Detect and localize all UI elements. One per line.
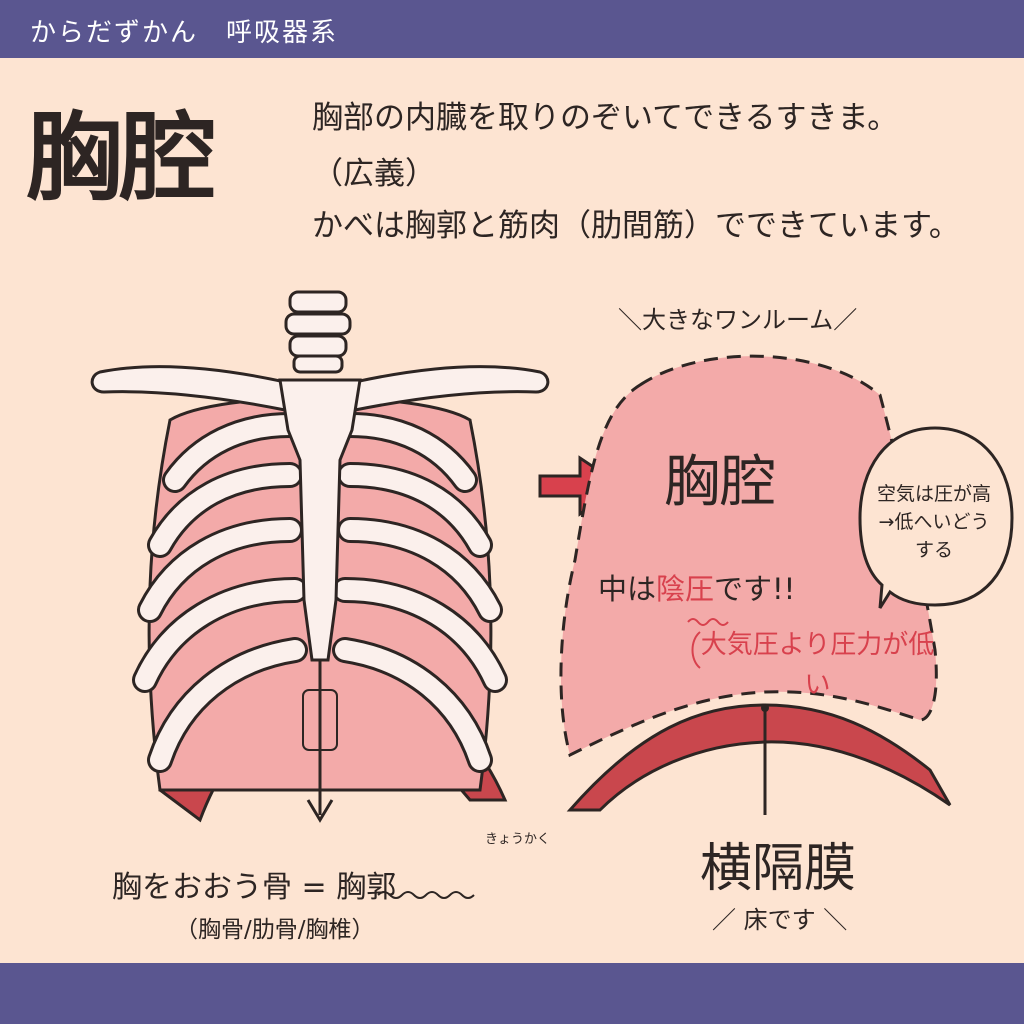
cavity-label: 胸腔 xyxy=(664,450,776,515)
kyoukaku-ruby: きょうかく xyxy=(485,832,551,847)
cavity-illustration xyxy=(559,354,1014,815)
negative-pressure-line: 中は陰圧です!! xyxy=(598,566,795,608)
bones-definition: 胸をおおう骨 = 胸郭 xyxy=(112,870,397,905)
ribcage-illustration xyxy=(90,290,550,823)
cavity-area xyxy=(559,354,938,758)
negpress-prefix: 中は xyxy=(598,572,657,606)
header-title: からだずかん 呼吸器系 xyxy=(30,18,339,48)
page-title: 胸腔 xyxy=(26,102,216,214)
sternum xyxy=(278,378,362,662)
kyoukaku-underline xyxy=(377,891,475,899)
oneroom-label: ＼大きなワンルーム／ xyxy=(618,306,858,334)
clavicle-left xyxy=(90,365,287,412)
diaphragm-band xyxy=(566,703,952,812)
footer-bar xyxy=(0,963,1024,1024)
negative-pressure-note: 大気圧より圧力が低い xyxy=(700,630,935,700)
speech-bubble-text: 空気は圧が高→低へいどうする xyxy=(876,483,991,561)
clavicle-right xyxy=(353,365,550,412)
squiggle-underline xyxy=(687,618,729,626)
thoracic-vertebrae xyxy=(284,290,352,374)
speech-bubble xyxy=(858,426,1014,609)
definition-line-3: かべは胸郭と筋肉（肋間筋）でできています。 xyxy=(312,208,960,244)
diaphragm-label: 横隔膜 xyxy=(700,839,857,899)
negpress-keyword: 陰圧 xyxy=(656,572,715,606)
header-bar: からだずかん 呼吸器系 xyxy=(0,0,1024,58)
definition-line-1: 胸部の内臓を取りのぞいてできるすきま。 xyxy=(312,100,899,136)
floor-label: ／ 床です ＼ xyxy=(712,906,848,934)
bones-list: （胸骨/肋骨/胸椎） xyxy=(175,917,375,943)
negpress-suffix: です!! xyxy=(714,572,796,606)
definition-line-2: （広義） xyxy=(312,156,436,192)
